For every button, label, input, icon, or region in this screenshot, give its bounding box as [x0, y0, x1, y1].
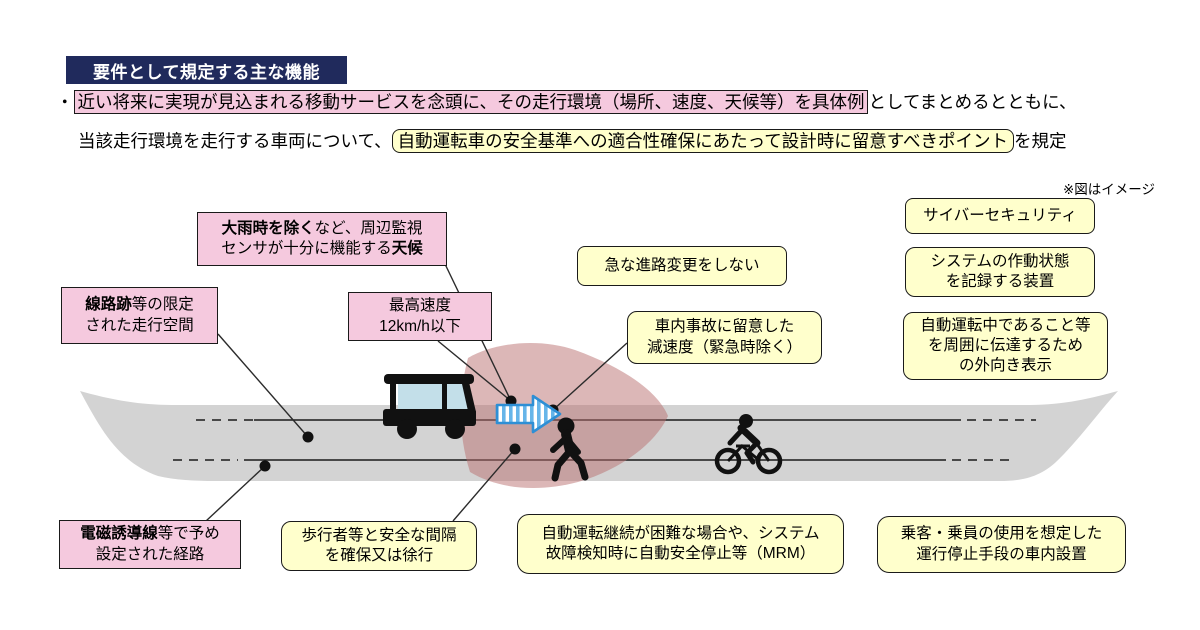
intro-highlight-environment: 近い将来に実現が見込まれる移動サービスを念頭に、その走行環境（場所、速度、天候等… — [73, 90, 869, 114]
intro-highlight-design-points: 自動運転車の安全基準への適合性確保にあたって設計時に留意すべきポイント — [391, 129, 1015, 153]
callout-line — [217, 333, 309, 438]
page-title: 要件として規定する主な機能 — [66, 56, 347, 84]
label-max-speed: 最高速度 12km/h以下 — [348, 292, 492, 341]
label-cybersecurity: サイバーセキュリティ — [905, 198, 1095, 234]
label-pedestrian-gap: 歩行者等と安全な間隔 を確保又は徐行 — [281, 521, 477, 571]
pedestrian-icon — [550, 417, 589, 482]
intro-line-1: ・近い将来に実現が見込まれる移動サービスを念頭に、その走行環境（場所、速度、天候… — [56, 90, 1077, 114]
label-mrm-stop: 自動運転継続が困難な場合や、システム 故障検知時に自動安全停止等（MRM） — [517, 514, 844, 574]
cyclist-icon — [714, 414, 783, 475]
callout-dot — [259, 460, 271, 472]
bullet: ・ — [56, 92, 74, 112]
label-guide-wire-route: 電磁誘導線等で予め 設定された経路 — [59, 520, 241, 569]
label-operation-recorder: システムの作動状態 を記録する装置 — [905, 247, 1095, 297]
autonomous-cart-icon — [383, 374, 476, 439]
callout-line — [437, 340, 512, 402]
label-weather-condition: 大雨時を除くなど、周辺監視 センサが十分に機能する天候 — [197, 212, 447, 266]
label-driving-space: 線路跡等の限定 された走行空間 — [61, 287, 218, 344]
label-external-display: 自動運転中であること等 を周囲に伝達するため の外向き表示 — [903, 312, 1108, 380]
callout-lines — [205, 263, 628, 522]
callout-line — [452, 448, 516, 522]
direction-arrow-icon — [495, 394, 562, 434]
image-note: ※図はイメージ — [1063, 182, 1156, 197]
intro-line-2: 当該走行環境を走行する車両について、自動運転車の安全基準への適合性確保にあたって… — [78, 129, 1067, 153]
callout-line — [552, 342, 628, 411]
label-stop-means: 乗客・乗員の使用を想定した 運行停止手段の車内設置 — [877, 516, 1126, 573]
callout-dot — [509, 443, 521, 455]
callout-line — [205, 465, 266, 522]
label-deceleration: 車内事故に留意した 減速度（緊急時除く） — [627, 311, 822, 364]
label-no-sudden-turn: 急な進路変更をしない — [577, 246, 787, 286]
callout-dot — [302, 431, 314, 443]
